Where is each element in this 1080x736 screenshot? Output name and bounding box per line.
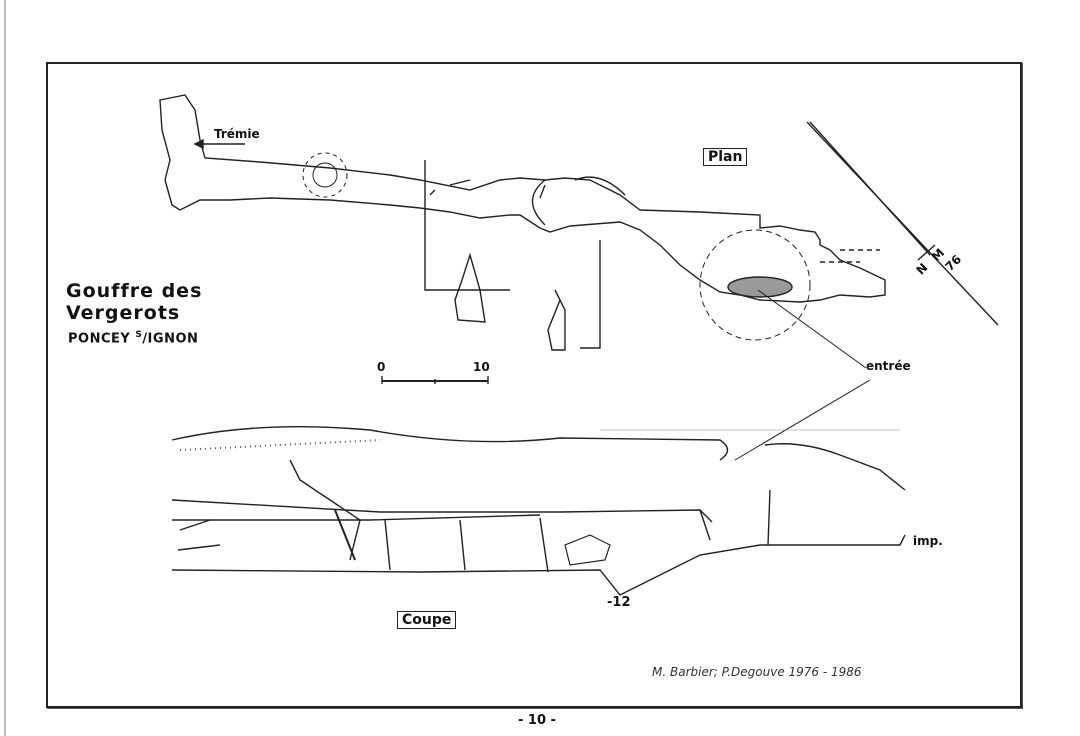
depth-label: -12	[607, 595, 631, 610]
scan-edge	[4, 0, 6, 736]
entree-leader	[757, 289, 867, 369]
section-view	[171, 425, 906, 596]
map-frame	[46, 62, 1022, 708]
plan-label: Plan	[703, 148, 748, 166]
scale-end: 10	[473, 360, 490, 374]
cave-title-line2: Vergerots	[66, 302, 181, 324]
page-number: - 10 -	[518, 713, 556, 728]
imp-label: imp.	[913, 534, 943, 548]
scale-start: 0	[377, 360, 386, 374]
entree-leader-section	[734, 379, 871, 461]
coupe-label: Coupe	[397, 611, 457, 629]
cave-title-line1: Gouffre des	[66, 280, 203, 302]
location-sup: S	[135, 330, 143, 340]
location-label: PONCEY S/IGNON	[68, 330, 198, 346]
north-arrow	[806, 121, 999, 326]
location-main: PONCEY	[68, 331, 131, 347]
plan-view	[159, 94, 886, 351]
location-rest: /IGNON	[142, 331, 199, 347]
entree-label: entrée	[866, 359, 911, 373]
scale-bar	[381, 376, 489, 384]
tremie-label: Trémie	[214, 127, 260, 141]
credits: M. Barbier; P.Degouve 1976 - 1986	[652, 665, 862, 679]
